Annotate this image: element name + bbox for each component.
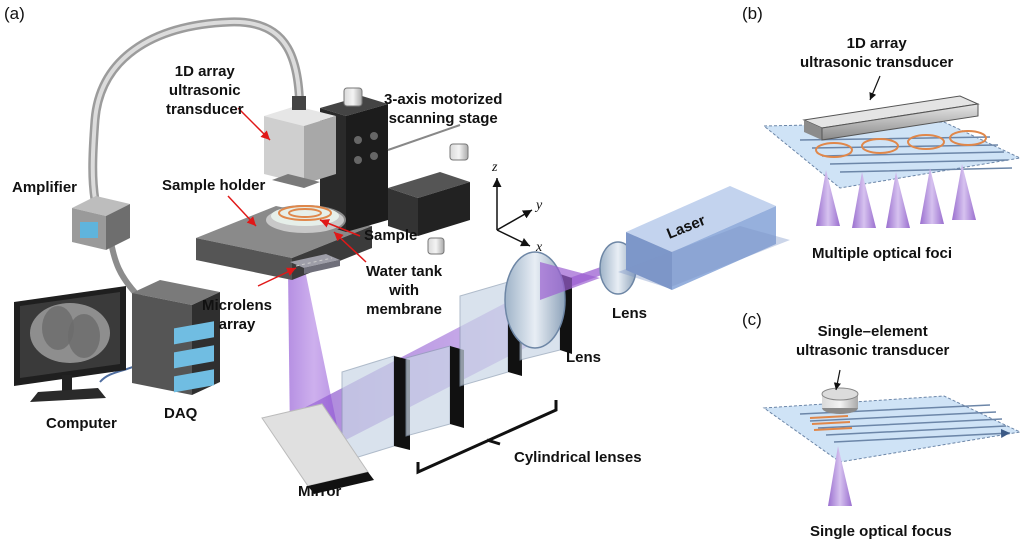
pointer-arrow: [333, 231, 367, 263]
panel-c-title: Single–element ultrasonic transducer: [796, 323, 950, 359]
cylindrical-label: Cylindrical lenses: [514, 449, 642, 466]
panel-label-b: (b): [742, 4, 763, 23]
computer-icon: [14, 286, 126, 402]
panel-b-figure: [762, 75, 1022, 228]
pointer-arrow: [319, 219, 361, 237]
daq-label: DAQ: [164, 405, 198, 422]
axis-x-label: x: [536, 240, 543, 255]
daq-icon: [132, 280, 220, 395]
pointer-arrow: [237, 107, 271, 141]
panel-c-caption: Single optical focus: [810, 523, 952, 540]
lens-front-label: Lens: [566, 349, 602, 366]
sample-label: Sample: [364, 227, 418, 244]
computer-label: Computer: [46, 415, 117, 432]
pointer-arrow: [257, 267, 297, 287]
cylindrical-bracket: [416, 400, 558, 475]
mirror-icon: [261, 403, 374, 494]
pointer-arrow: [227, 195, 257, 227]
transducer-1d-label: 1D array ultrasonic transducer: [166, 63, 244, 118]
axis-y-label: y: [536, 198, 543, 213]
panel-b-title: 1D array ultrasonic transducer: [800, 35, 954, 71]
mirror-label: Mirror: [298, 483, 342, 500]
lens-front-icon: [504, 251, 600, 349]
panel-label-c: (c): [742, 310, 762, 329]
stage-label: 3-axis motorized scanning stage: [384, 91, 503, 127]
water-tank-icon: [264, 205, 346, 235]
panel-label-a: (a): [4, 4, 25, 23]
amplifier-icon: [72, 196, 130, 250]
lens-back-label: Lens: [612, 305, 648, 322]
microlens-label: Microlens array: [202, 297, 273, 333]
beam-mirror-up: [288, 270, 340, 440]
cylindrical-lens-1: [341, 355, 410, 463]
amplifier-label: Amplifier: [12, 179, 78, 196]
panel-c-figure: [762, 369, 1020, 506]
panel-b-caption: Multiple optical foci: [812, 245, 953, 262]
laser-icon: [618, 186, 790, 290]
axis-z-label: z: [492, 160, 498, 175]
sample-holder-label: Sample holder: [162, 177, 266, 194]
axes-icon: [492, 178, 533, 247]
transducer-1d-icon: [264, 96, 336, 188]
cylindrical-lens-2: [405, 345, 464, 437]
water-tank-label: Water tank with membrane: [366, 263, 443, 318]
microlens-array-icon: [290, 254, 340, 274]
